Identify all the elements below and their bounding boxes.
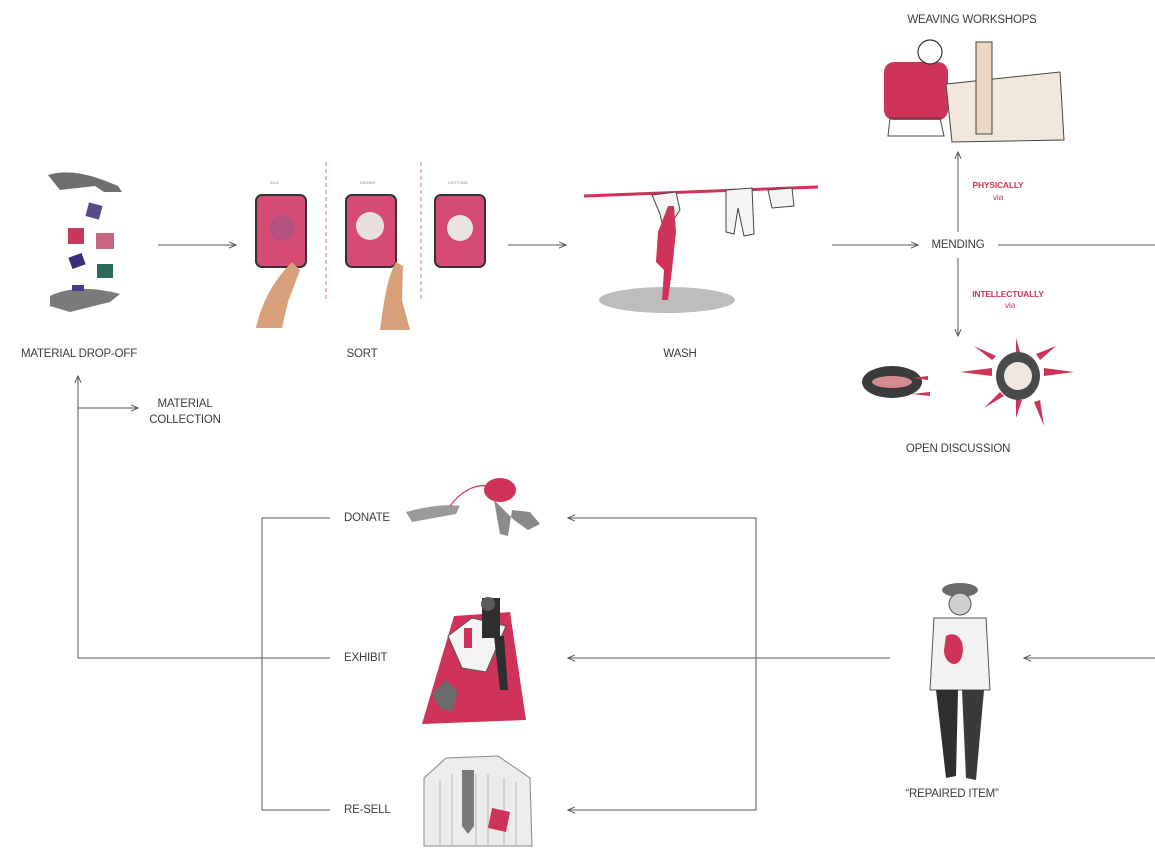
mode-label-intellectually: INTELLECTUALLY xyxy=(972,289,1044,299)
sort-card-label-cottons: COTTONS xyxy=(448,180,468,185)
mode-via-physically: via xyxy=(992,192,1004,202)
wash-illustration xyxy=(583,185,819,313)
arrow-back-to-dropoff xyxy=(78,376,262,659)
sort-card-label-denims: DENIMS xyxy=(360,180,376,185)
sort-illustration xyxy=(255,194,486,330)
stage-label-material-drop-off: MATERIAL DROP-OFF xyxy=(20,348,138,360)
stage-label-mending: MENDING xyxy=(931,239,985,251)
repaired-item-illustration xyxy=(929,583,991,780)
arrow-to-donate xyxy=(568,518,757,658)
bracket-outcomes xyxy=(261,517,330,811)
outcome-label-donate: DONATE xyxy=(344,512,390,524)
exhibit-illustration xyxy=(422,597,526,724)
sort-card-label-silk: SILK xyxy=(270,180,279,185)
arrow-to-resell xyxy=(568,658,757,810)
outcome-label-resell: RE-SELL xyxy=(344,804,391,816)
mode-via-intellectually: via xyxy=(1004,300,1016,310)
outcome-label-exhibit: EXHIBIT xyxy=(344,652,388,664)
stage-label-wash: WASH xyxy=(663,348,697,360)
stage-label-open-discussion: OPEN DISCUSSION xyxy=(905,443,1011,455)
stage-label-collection-line1: MATERIAL xyxy=(157,398,213,410)
stage-label-repaired-item: “REPAIRED ITEM” xyxy=(905,788,999,800)
discussion-illustration xyxy=(862,338,1074,426)
stage-label-sort: SORT xyxy=(346,348,378,360)
stage-label-collection-line2: COLLECTION xyxy=(149,414,221,426)
donate-illustration xyxy=(406,478,540,536)
resell-illustration xyxy=(423,755,533,847)
weaving-illustration xyxy=(884,39,1065,143)
stage-label-weaving-workshops: WEAVING WORKSHOPS xyxy=(907,14,1037,26)
mode-label-physically: PHYSICALLY xyxy=(972,180,1024,190)
dropoff-illustration xyxy=(48,172,122,312)
